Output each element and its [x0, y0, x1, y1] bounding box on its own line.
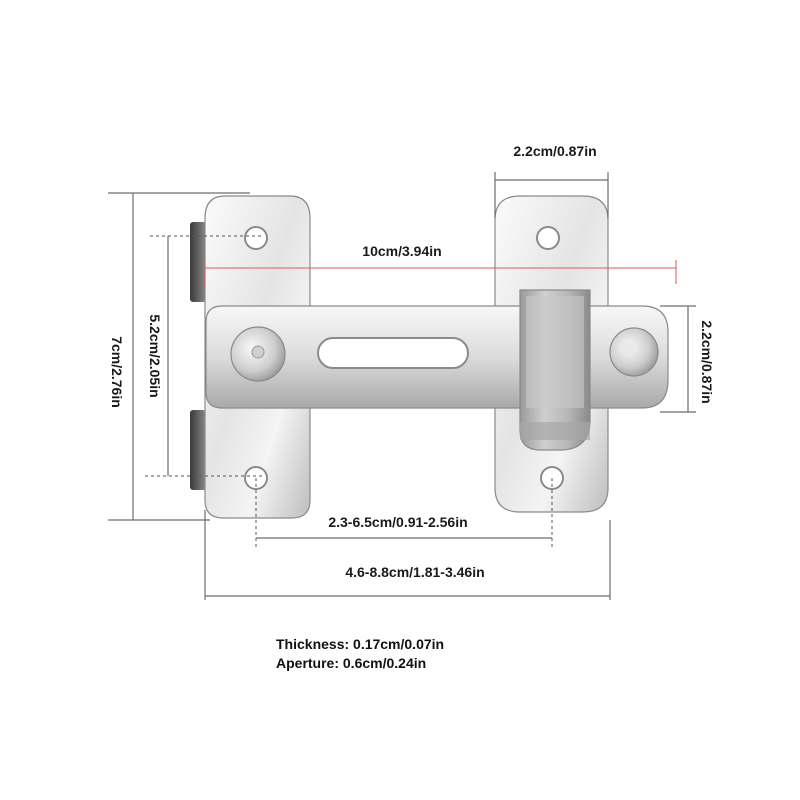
handle-knob — [609, 327, 659, 377]
right-plate-top-hole — [536, 226, 560, 250]
bar-height-label: 2.2cm/0.87in — [699, 320, 715, 403]
height-left-plate-label: 7cm/2.76in — [109, 336, 125, 408]
aperture-spec: Aperture: 0.6cm/0.24in — [276, 655, 426, 671]
overall-length-label: 10cm/3.94in — [362, 243, 441, 259]
thickness-spec: Thickness: 0.17cm/0.07in — [276, 636, 444, 652]
keeper-block — [519, 289, 591, 451]
hole-spacing-label: 5.2cm/2.05in — [147, 314, 163, 397]
left-plate-lower-flange — [190, 410, 206, 490]
width-right-plate-label: 2.2cm/0.87in — [513, 143, 596, 159]
dimension-lines — [108, 172, 696, 600]
bar-slot — [317, 337, 469, 369]
total-span-label: 4.6-8.8cm/1.81-3.46in — [345, 564, 484, 580]
hole-distance-label: 2.3-6.5cm/0.91-2.56in — [328, 514, 467, 530]
left-plate-top-hole — [244, 226, 268, 250]
left-plate-upper-flange — [190, 222, 206, 302]
pivot-rivet — [230, 326, 286, 382]
